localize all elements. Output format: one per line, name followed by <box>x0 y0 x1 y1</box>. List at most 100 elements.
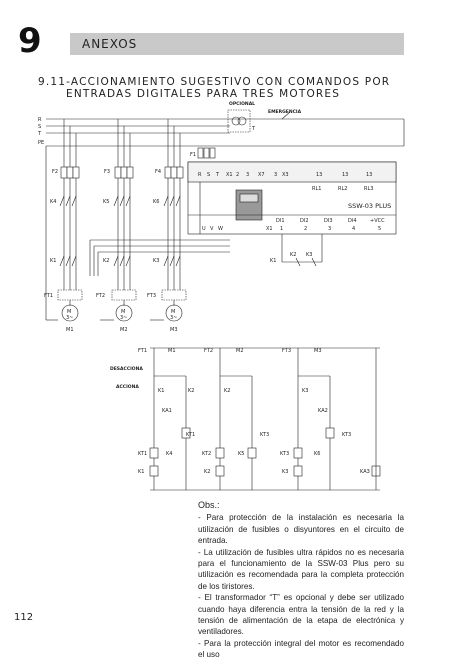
section-title: 9.11-ACCIONAMIENTO SUGESTIVO CON COMANDO… <box>38 76 408 100</box>
overload-label-ft2: FT2 <box>96 293 105 299</box>
ssw-bottom-2: 2 <box>304 226 307 232</box>
phase-label-t: T <box>37 131 42 137</box>
ctrl-ka1: KA1 <box>162 408 172 414</box>
motor-phase-1: 3~ <box>66 315 73 321</box>
ssw-term-x7: X7 <box>258 172 265 178</box>
section-title-line-2: ENTRADAS DIGITALES PARA TRES MOTORES <box>66 88 341 100</box>
ctrl-kt2: KT2 <box>202 451 211 457</box>
ctrl-m2: M2 <box>236 348 244 354</box>
overload-label-ft1: FT1 <box>44 293 53 299</box>
ctrl-ft1: FT1 <box>138 348 147 354</box>
phase-label-s: S <box>38 124 41 130</box>
ssw-term-3: 3 <box>246 172 249 178</box>
ssw-bottom-1: 1 <box>280 226 283 232</box>
ssw-term-x1: X1 <box>226 172 233 178</box>
ssw-03-plus-box <box>187 161 397 235</box>
ctrl-kt1: KT1 <box>186 432 195 438</box>
motor-symbol-1: M <box>67 309 71 315</box>
contactor-label-k4: K4 <box>50 199 56 205</box>
contactor-label-k2: K2 <box>103 258 109 264</box>
ctrl-coil-k1: K1 <box>138 469 144 475</box>
ssw-term-13c: 13 <box>366 172 372 178</box>
ssw-term-r: R <box>198 172 202 178</box>
interlock-k1: K1 <box>270 258 276 264</box>
fuse-label-f3: F3 <box>104 169 110 175</box>
transformer-label: T <box>251 126 256 132</box>
notes-box: Obs.: - Para protección de la instalació… <box>198 500 404 661</box>
ctrl-coil-ka3: KA3 <box>360 469 370 475</box>
motor-label-m1: M1 <box>66 327 74 333</box>
ctrl-kt3c: KT3 <box>280 451 289 457</box>
note-item-2: - La utilización de fusibles ultra rápid… <box>198 547 404 591</box>
ssw-out-u: U <box>202 226 206 232</box>
motor-phase-3: 3~ <box>170 315 177 321</box>
motor-symbol-3: M <box>171 309 175 315</box>
contactor-label-k5: K5 <box>103 199 109 205</box>
motor-branches <box>45 119 230 322</box>
notes-title: Obs.: <box>198 500 220 510</box>
ssw-relay-rl1: RL1 <box>312 186 321 192</box>
transformer <box>227 109 291 133</box>
chapter-title: ANEXOS <box>82 37 138 51</box>
power-bus <box>46 118 405 147</box>
fuse-label-f4: F4 <box>155 169 161 175</box>
overload-label-ft3: FT3 <box>147 293 156 299</box>
ctrl-k1-a: K1 <box>158 388 164 394</box>
ssw-term-2: 2 <box>236 172 239 178</box>
label-opcional: OPCIONAL <box>229 101 255 107</box>
ctrl-kt3: KT3 <box>260 432 269 438</box>
motor-symbol-2: M <box>121 309 125 315</box>
phase-label-r: R <box>38 117 42 123</box>
ssw-bottom-4: 4 <box>352 226 355 232</box>
motor-label-m3: M3 <box>170 327 178 333</box>
ctrl-k3-a: K3 <box>302 388 308 394</box>
ctrl-coil-k3: K3 <box>282 469 288 475</box>
ssw-relay-rl2: RL2 <box>338 186 347 192</box>
ssw-term-s: S <box>207 172 210 178</box>
note-item-4: - Para la protección integral del motor … <box>198 638 404 660</box>
interlock-circuit <box>281 234 323 267</box>
ctrl-k5: K5 <box>238 451 244 457</box>
wiring-diagram: R S T PE <box>37 101 405 491</box>
ssw-term-t: T <box>215 172 220 178</box>
ctrl-ka2: KA2 <box>318 408 328 414</box>
ctrl-kt1b: KT1 <box>138 451 147 457</box>
ssw-term-3b: 3 <box>274 172 277 178</box>
motor-phase-2: 3~ <box>120 315 127 321</box>
motor-label-m2: M2 <box>120 327 128 333</box>
ssw-bottom-di2: DI2 <box>300 218 309 224</box>
contactor-label-k1: K1 <box>50 258 56 264</box>
page-number: 112 <box>14 612 34 623</box>
fuse-label-f1: F1 <box>190 152 196 158</box>
ssw-bottom-di4: DI4 <box>348 218 357 224</box>
ctrl-kt3b: KT3 <box>342 432 351 438</box>
contactor-label-k6: K6 <box>153 199 159 205</box>
ctrl-m1: M1 <box>168 348 176 354</box>
ctrl-k2-b: K2 <box>224 388 230 394</box>
label-emergencia: EMERGENCIA <box>268 109 302 115</box>
ctrl-ft2: FT2 <box>204 348 213 354</box>
ctrl-ft3: FT3 <box>282 348 291 354</box>
ssw-bottom-3: 3 <box>328 226 331 232</box>
label-desacciona: DESACCIONA <box>110 366 143 372</box>
ctrl-k2-a: K2 <box>188 388 194 394</box>
phase-label-pe: PE <box>38 140 44 146</box>
section-title-line-1: 9.11-ACCIONAMIENTO SUGESTIVO CON COMANDO… <box>38 76 391 88</box>
interlock-k3: K3 <box>306 252 312 258</box>
ssw-bottom-di1: DI1 <box>276 218 285 224</box>
fuse-label-f2-left: F2 <box>52 169 58 175</box>
note-item-1: - Para protección de la instalación es n… <box>198 513 404 546</box>
ssw-term-13a: 13 <box>316 172 322 178</box>
ssw-bottom-di3: DI3 <box>324 218 333 224</box>
ctrl-coil-k2: K2 <box>204 469 210 475</box>
label-acciona: ACCIONA <box>116 384 139 390</box>
ssw-out-w: W <box>218 226 223 232</box>
ssw-bottom-vcc: +VCC <box>370 218 385 224</box>
ssw-term-13b: 13 <box>342 172 348 178</box>
ssw-model-name: SSW-03 PLUS <box>348 202 391 210</box>
control-ladder <box>149 347 381 491</box>
ssw-out-v: V <box>210 226 214 232</box>
ctrl-k6: K6 <box>314 451 320 457</box>
ssw-bottom-5: 5 <box>378 226 381 232</box>
interlock-k2: K2 <box>290 252 296 258</box>
